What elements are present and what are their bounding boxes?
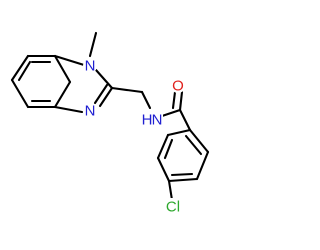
bond: [167, 179, 174, 202]
bond: [110, 86, 144, 94]
bond: [160, 108, 182, 118]
bond: [10, 78, 30, 109]
bond-double: [17, 60, 32, 82]
bond: [10, 54, 30, 82]
bond: [53, 54, 72, 84]
bond: [178, 108, 192, 132]
bond: [140, 90, 152, 110]
bond-double: [163, 138, 174, 160]
bond-double: [184, 134, 203, 156]
atom-n-imine: N: [83, 103, 97, 120]
atom-chlorine: Cl: [162, 198, 184, 216]
chlorine-label: Cl: [166, 199, 180, 216]
bond-double: [93, 83, 109, 105]
bonds: [10, 31, 210, 202]
bond: [98, 86, 114, 108]
oxygen-label: O: [172, 78, 184, 95]
amide-h-label: H: [142, 112, 153, 129]
bond: [188, 128, 210, 154]
bond: [53, 54, 86, 67]
atom-oxygen: O: [171, 78, 185, 95]
bond: [178, 90, 184, 112]
bond: [53, 80, 72, 109]
bond: [156, 156, 171, 183]
n-imine-label: N: [85, 103, 96, 120]
atom-n-amide: H N: [141, 109, 163, 129]
bond: [94, 68, 114, 90]
bond: [166, 128, 192, 137]
atom-n-methyl: N: [83, 58, 97, 75]
bond-double: [171, 90, 177, 110]
molecule-structure: N N H N O Cl: [10, 31, 210, 216]
bond: [53, 105, 84, 114]
bond: [167, 177, 199, 183]
bond-double: [170, 172, 194, 177]
n-amide-label: N: [152, 112, 163, 129]
bond: [88, 31, 98, 58]
atom-labels: N N H N O Cl: [83, 58, 185, 216]
bond: [156, 133, 170, 160]
n-methyl-label: N: [85, 58, 96, 75]
bond: [195, 150, 210, 181]
